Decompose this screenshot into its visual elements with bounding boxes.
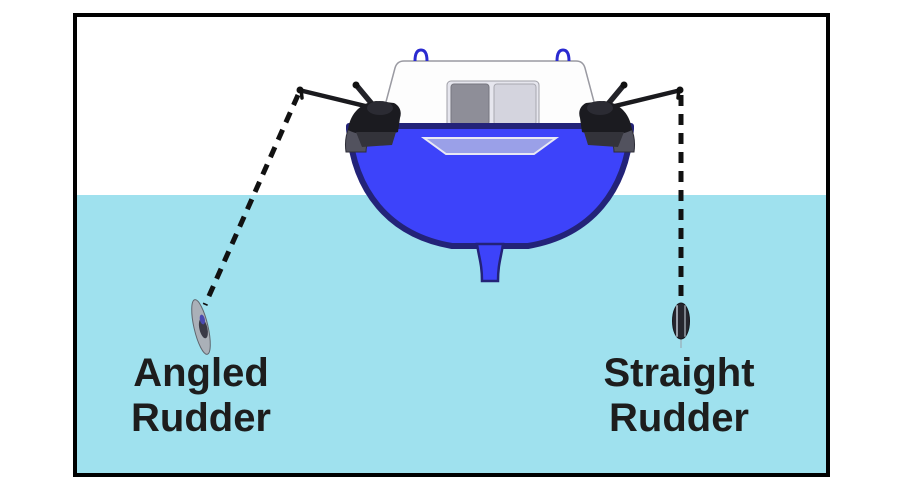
- downrigger-left-spool: [367, 101, 393, 115]
- downrigger-right-handle: [605, 83, 626, 107]
- angled-rudder-detail: [199, 314, 206, 325]
- cabin-window-light: [493, 83, 537, 126]
- downrigger-left-mount: [356, 132, 396, 147]
- straight-rudder-label: Straight Rudder: [575, 351, 783, 441]
- angled-rudder-label-line2: Rudder: [131, 396, 271, 440]
- downrigger-right-spool: [587, 101, 613, 115]
- downrigger-left-handle-knob: [352, 81, 360, 89]
- deck-recess: [420, 137, 560, 155]
- downrigger-left-line-guide: [299, 87, 304, 100]
- straight-rudder-label-line1: Straight: [603, 351, 755, 395]
- straight-rudder-label-line2: Rudder: [609, 396, 749, 440]
- straight-rudder: [672, 302, 690, 348]
- hull-keel: [475, 242, 505, 283]
- angled-rudder-label: Angled Rudder: [97, 351, 305, 441]
- angled-rudder: [191, 299, 211, 355]
- figure-frame: [73, 13, 830, 477]
- boat-rudder-diagram: [77, 48, 826, 473]
- downrigger-right-handle-knob: [620, 81, 628, 89]
- tow-line-left: [202, 93, 301, 307]
- hull-body: [346, 123, 634, 249]
- downrigger-right-mount: [584, 132, 624, 147]
- downrigger-right: [579, 81, 684, 147]
- roof-cleat-right-icon: [555, 48, 571, 62]
- straight-rudder-body: [672, 302, 690, 340]
- boat-cabin: [377, 48, 603, 134]
- downrigger-right-line-guide: [676, 87, 681, 100]
- cabin-window-dark: [450, 83, 490, 126]
- angled-rudder-label-line1: Angled: [133, 351, 269, 395]
- downrigger-left-handle: [354, 83, 375, 107]
- downrigger-left: [296, 81, 401, 147]
- roof-cleat-left-icon: [413, 48, 429, 62]
- angled-rudder-shading: [198, 318, 208, 339]
